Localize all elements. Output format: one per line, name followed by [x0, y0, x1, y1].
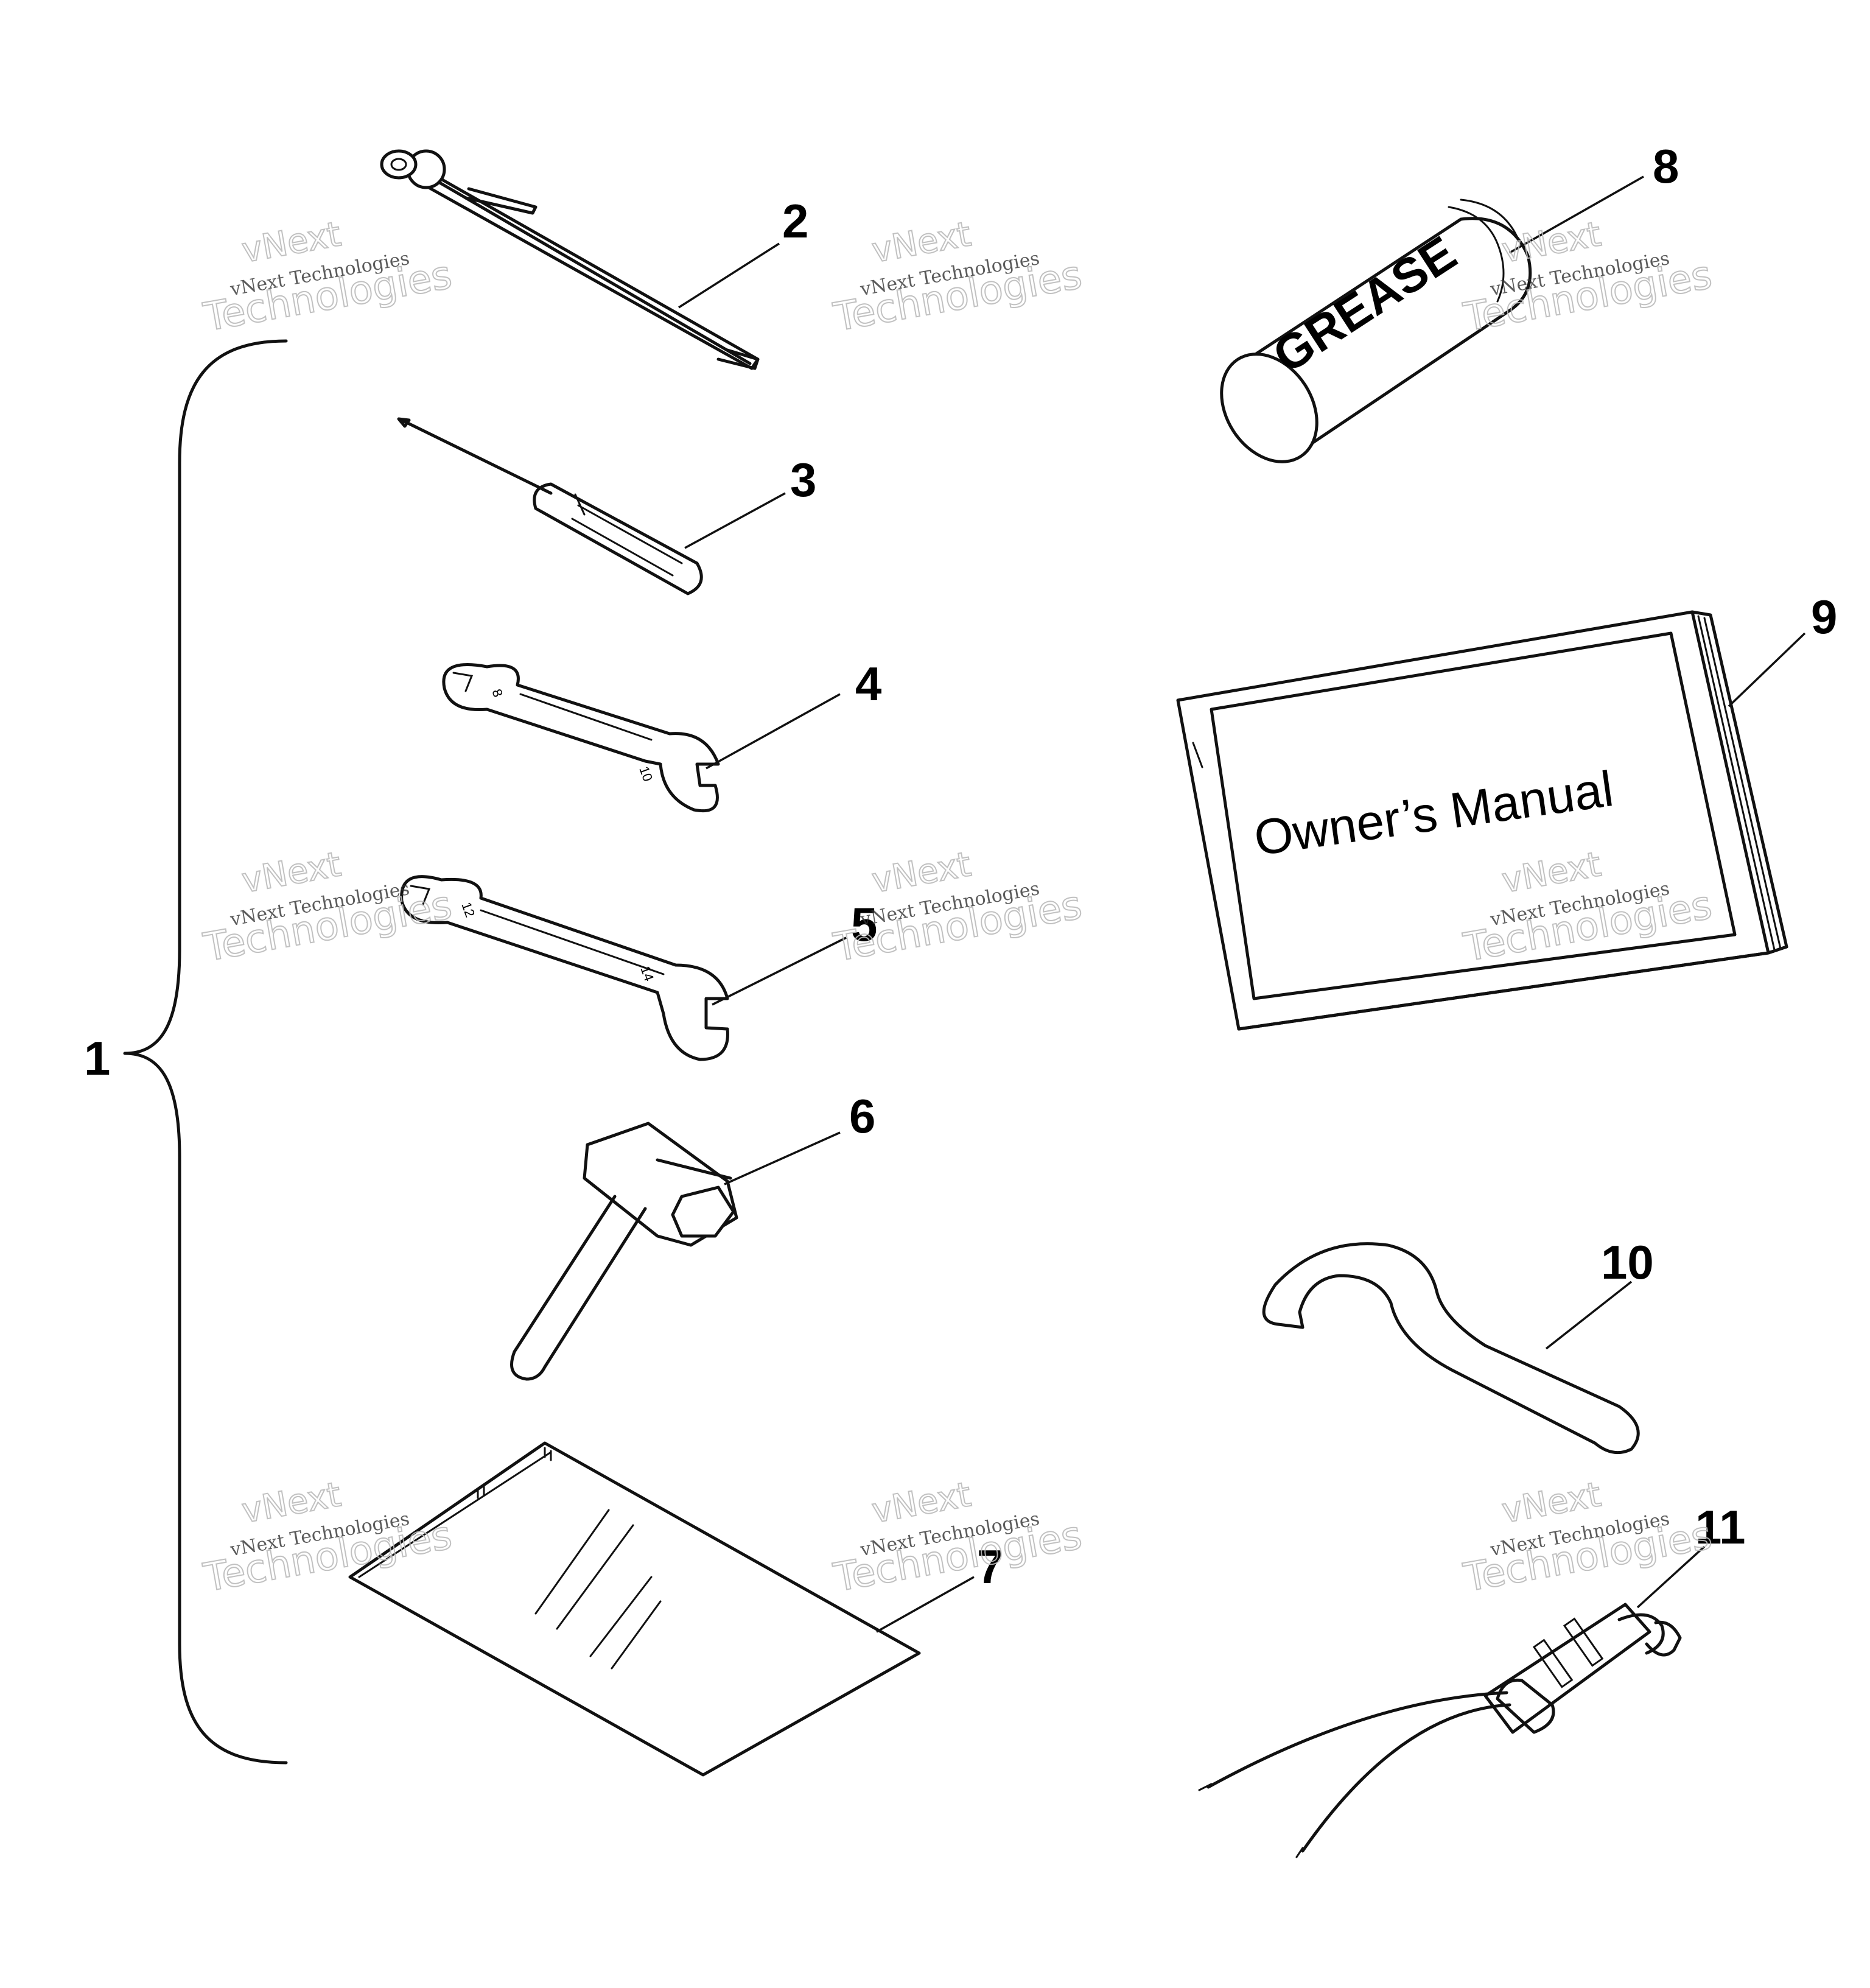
hook-spanner-icon	[1262, 1242, 1640, 1455]
leader-9	[1728, 632, 1806, 708]
wire-connector-icon	[1198, 1603, 1682, 1858]
watermark-4: vNext vNext Technologies Technologies	[200, 844, 456, 971]
callout-11: 11	[1695, 1500, 1745, 1554]
tire-gauge-icon	[380, 149, 760, 370]
leader-10	[1545, 1280, 1633, 1350]
callout-8: 8	[1653, 139, 1679, 193]
leader-4	[706, 693, 841, 770]
grease-tube-icon	[1220, 198, 1532, 463]
owners-manual-icon	[1176, 610, 1788, 1031]
document-sheet-icon	[348, 1441, 921, 1777]
callout-7: 7	[977, 1540, 1003, 1593]
leader-7	[876, 1576, 975, 1633]
callout-9: 9	[1811, 590, 1837, 644]
callout-5: 5	[851, 897, 877, 951]
screwdriver-icon	[397, 417, 703, 595]
callout-4: 4	[855, 657, 881, 711]
leader-5	[712, 936, 847, 1006]
group-brace	[123, 339, 288, 1765]
callout-3: 3	[790, 453, 816, 507]
leader-8	[1509, 175, 1644, 254]
watermark-7: vNext vNext Technologies Technologies	[200, 1474, 456, 1601]
leader-6	[724, 1131, 841, 1185]
watermark-8: vNext vNext Technologies Technologies	[830, 1474, 1086, 1601]
watermark-1: vNext vNext Technologies Technologies	[200, 214, 456, 341]
callout-10: 10	[1601, 1235, 1654, 1289]
watermark-2: vNext vNext Technologies Technologies	[830, 214, 1086, 341]
spark-plug-wrench-icon	[510, 1122, 738, 1381]
open-wrench-12-14-icon	[400, 875, 729, 1061]
open-wrench-8-10-icon	[442, 663, 720, 813]
callout-1: 1	[84, 1031, 110, 1085]
leader-11	[1636, 1545, 1706, 1609]
callout-2: 2	[782, 194, 808, 248]
wrench-4-size-b: 10	[636, 764, 656, 784]
wrench-4-size-a: 8	[489, 687, 506, 699]
watermark-9: vNext vNext Technologies Technologies	[1460, 1474, 1716, 1601]
wrench-5-size-a: 12	[458, 900, 478, 919]
leader-2	[678, 242, 780, 309]
leader-3	[684, 492, 786, 549]
callout-6: 6	[849, 1089, 875, 1143]
